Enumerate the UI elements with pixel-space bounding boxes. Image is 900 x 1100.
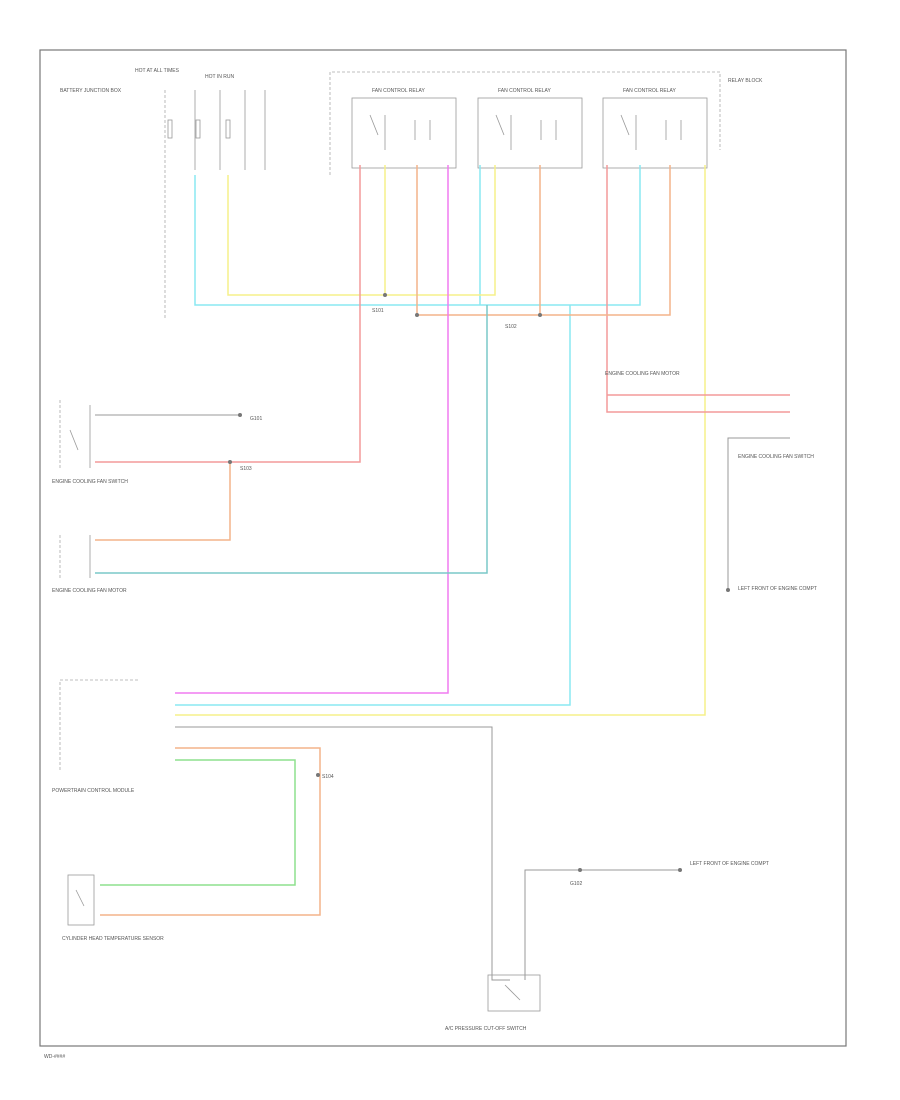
fan-control-relay-3: FAN CONTROL RELAY [602,88,708,169]
ac-pressure-cutoff-switch: A/C PRESSURE CUT-OFF SWITCH [445,974,541,1032]
hot-at-all-times-label: HOT AT ALL TIMES [135,68,180,74]
battery-junction-label: BATTERY JUNCTION BOX [60,88,122,94]
fan-control-relay-2: FAN CONTROL RELAY [477,88,583,169]
diagram-frame [39,49,847,1047]
wire-green [100,759,296,886]
fan-ground-label: G101 [250,416,262,422]
battery-junction-box: BATTERY JUNCTION BOX HOT AT ALL TIMES HO… [60,68,266,320]
fan-motor-label: ENGINE COOLING FAN MOTOR [52,588,127,594]
relay-block-label: RELAY BLOCK [728,78,763,84]
relay-1-label: FAN CONTROL RELAY [372,88,425,94]
fan-switch-label: ENGINE COOLING FAN SWITCH [52,479,128,485]
splice-4-label: S104 [322,774,334,780]
splices: S101 S102 S103 S104 [228,293,542,780]
ac-pressure-label: A/C PRESSURE CUT-OFF SWITCH [445,1026,527,1032]
relay-3-label: FAN CONTROL RELAY [623,88,676,94]
wire-teal [95,305,488,574]
fan-control-relay-1: FAN CONTROL RELAY [351,88,457,169]
right-side-fan-motor: ENGINE COOLING FAN MOTOR ENGINE COOLING … [605,371,814,460]
engine-cooling-fan-switch: ENGINE COOLING FAN SWITCH [52,400,128,485]
wire-pink [95,165,790,463]
diagram-id: WD-#### [44,1054,65,1060]
hot-in-run-label: HOT IN RUN [205,74,234,80]
wire-yellow [175,165,706,716]
pcm-ground-label: G102 [570,881,582,887]
wire-orange [95,165,671,916]
powertrain-control-module: POWERTRAIN CONTROL MODULE [52,679,140,794]
right-switch-label: ENGINE COOLING FAN SWITCH [738,454,814,460]
splice-1-label: S101 [372,308,384,314]
pcm-label: POWERTRAIN CONTROL MODULE [52,788,135,794]
relay-block: RELAY BLOCK [329,71,763,175]
engine-cooling-fan-motor: ENGINE COOLING FAN MOTOR [52,535,127,594]
splice-2-label: S102 [505,324,517,330]
wire-magenta [175,165,449,694]
wire-cyan [175,165,641,706]
ground-right-label: LEFT FRONT OF ENGINE COMPT [738,586,817,592]
wire-gray [95,414,790,981]
splice-3-label: S103 [240,466,252,472]
cylinder-head-temp-sensor: CYLINDER HEAD TEMPERATURE SENSOR [62,874,164,942]
ect-sensor-label: CYLINDER HEAD TEMPERATURE SENSOR [62,936,164,942]
relay-2-label: FAN CONTROL RELAY [498,88,551,94]
ground-bottom-label: LEFT FRONT OF ENGINE COMPT [690,861,769,867]
grounds: G101 LEFT FRONT OF ENGINE COMPT LEFT FRO… [238,413,817,887]
right-motor-label: ENGINE COOLING FAN MOTOR [605,371,680,377]
